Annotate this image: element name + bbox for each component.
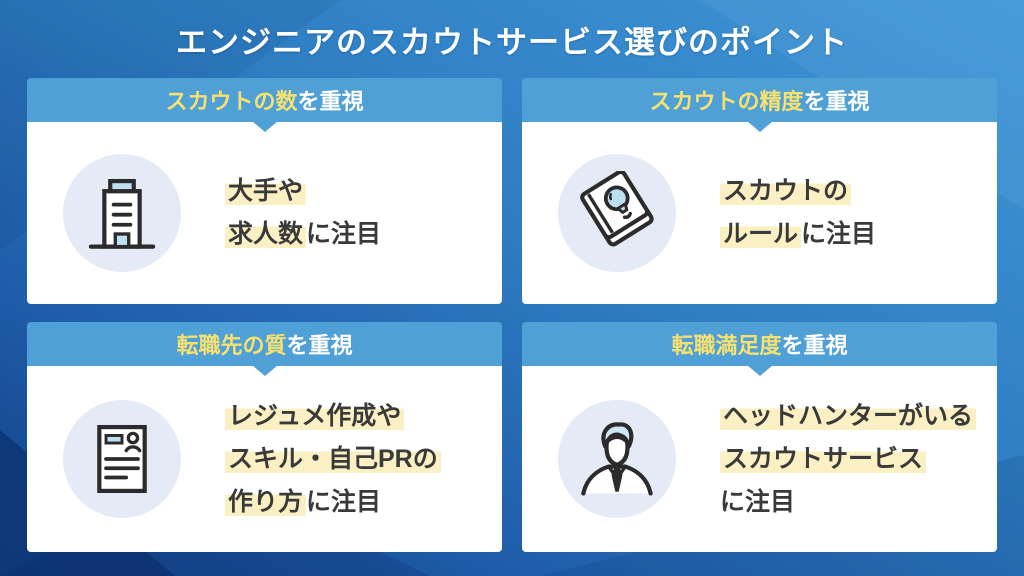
book-lightbulb-icon [558,154,676,272]
plain-text: に注目 [306,487,382,516]
text-line: レジュメ作成や [225,395,441,438]
header-emphasis-text: スカウトの数 [165,89,298,114]
text-line: ヘッドハンターがいる [720,395,977,438]
header-notch [251,365,278,376]
text-line: ルールに注目 [720,213,876,256]
card-satisfaction: 転職満足度を重視 ヘッドハンターがいる スカウトサービス [522,322,997,552]
highlighted-text: ヘッドハンターがいる [720,401,977,430]
highlighted-text: 求人数 [225,220,307,248]
highlighted-text: スカウトサービス [720,444,927,473]
plain-text: に注目 [720,487,796,516]
highlighted-text: スキル・自己PRの [225,444,441,473]
header-notch [746,121,773,132]
card-scout-count-body: 大手や 求人数に注目 [27,122,502,304]
text-line: に注目 [720,481,976,524]
text-line: スカウトの [720,170,876,213]
page-title: エンジニアのスカウトサービス選びのポイント [176,24,848,60]
cards-grid: スカウトの数を重視 大手や 求人数 [27,78,997,552]
card-scout-accuracy-header: スカウトの精度を重視 [522,78,997,132]
highlighted-text: 作り方 [225,487,307,516]
card-job-quality-header: 転職先の質を重視 [27,322,502,376]
highlighted-text: スカウトの [720,177,852,205]
card-satisfaction-text: ヘッドハンターがいる スカウトサービス に注目 [720,395,977,524]
text-line: スカウトサービス [720,438,976,481]
plain-text: に注目 [306,220,382,248]
plain-text: に注目 [801,220,877,248]
card-scout-count: スカウトの数を重視 大手や 求人数 [27,78,502,304]
header-notch [251,121,278,132]
card-satisfaction-body: ヘッドハンターがいる スカウトサービス に注目 [522,366,997,552]
text-line: 大手や [225,170,381,213]
header-rest-text: を重視 [781,333,848,358]
header-notch [746,365,773,376]
header-rest-text: を重視 [286,333,353,358]
card-scout-count-text: 大手や 求人数に注目 [225,170,381,256]
header-emphasis-text: 転職先の質 [176,333,287,358]
resume-document-icon [63,400,181,518]
highlighted-text: ルール [720,220,802,248]
header-rest-text: を重視 [803,89,870,114]
highlighted-text: レジュメ作成や [225,401,405,430]
card-job-quality-body: レジュメ作成や スキル・自己PRの 作り方に注目 [27,366,502,552]
card-scout-count-header: スカウトの数を重視 [27,78,502,132]
text-line: 求人数に注目 [225,213,381,256]
card-scout-accuracy-body: スカウトの ルールに注目 [522,122,997,304]
header-emphasis-text: 転職満足度 [671,333,782,358]
header-rest-text: を重視 [297,89,364,114]
text-line: 作り方に注目 [225,481,441,524]
card-job-quality: 転職先の質を重視 レジュメ作成や [27,322,502,552]
text-line: スキル・自己PRの [225,438,441,481]
headhunter-person-icon [558,400,676,518]
card-satisfaction-header: 転職満足度を重視 [522,322,997,376]
building-icon [63,154,181,272]
card-scout-accuracy: スカウトの精度を重視 [522,78,997,304]
card-job-quality-text: レジュメ作成や スキル・自己PRの 作り方に注目 [225,395,441,524]
header-emphasis-text: スカウトの精度 [649,89,804,114]
highlighted-text: 大手や [225,177,307,205]
card-scout-accuracy-text: スカウトの ルールに注目 [720,170,876,256]
